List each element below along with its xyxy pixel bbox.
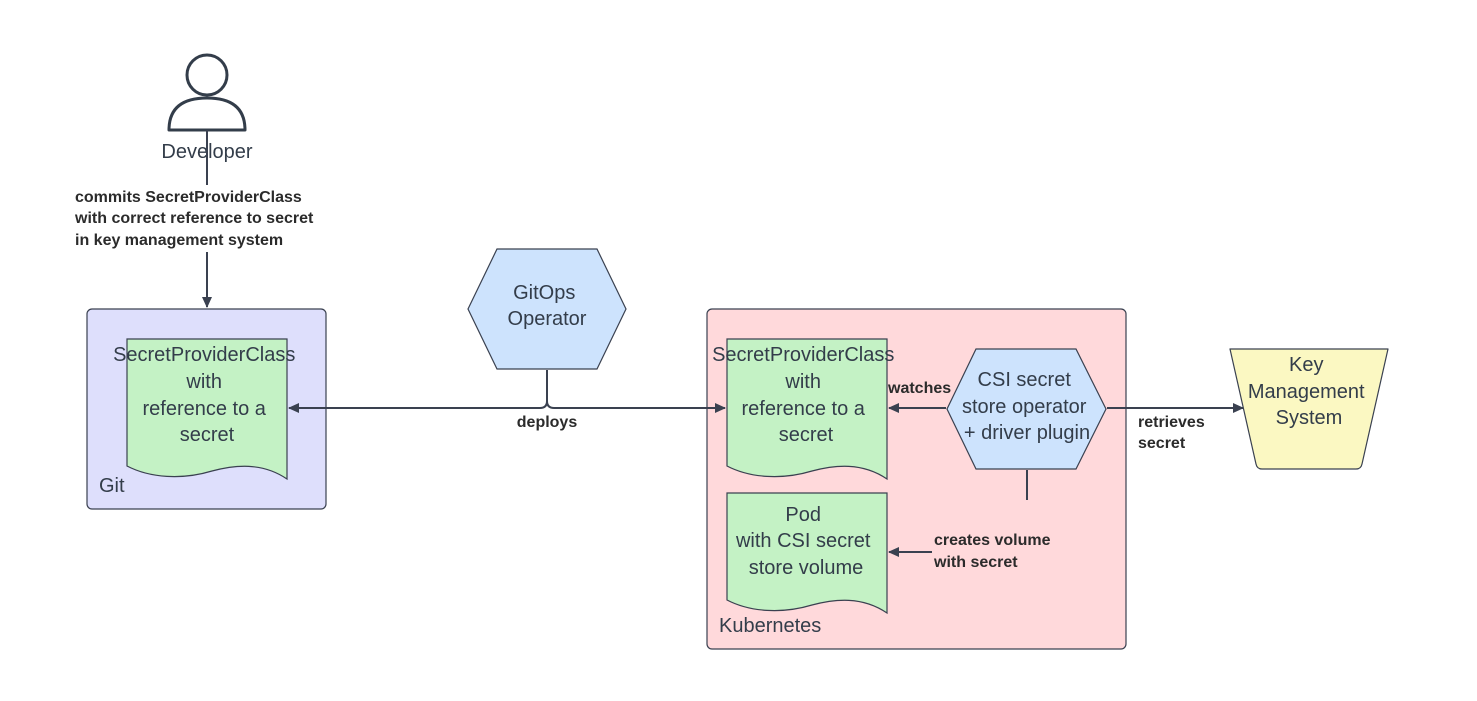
pod-label: Pod with CSI secret store volume xyxy=(735,504,876,579)
git-container-label: Git xyxy=(99,475,125,497)
kubernetes-secretproviderclass-doc xyxy=(726,338,888,481)
kubernetes-container-label: Kubernetes xyxy=(719,615,821,637)
gitops-operator-label: GitOps Operator xyxy=(508,282,587,330)
csi-operator-label: CSI secret store operator + driver plugi… xyxy=(962,369,1092,444)
watches-edge-label: watches xyxy=(887,380,951,397)
commits-edge-label: commits SecretProviderClass with correct… xyxy=(74,189,318,249)
git-secretproviderclass-doc xyxy=(126,338,288,481)
pod-doc xyxy=(726,492,888,615)
deploys-edge-k8s-join xyxy=(546,400,555,409)
csi-operator-hexagon xyxy=(946,348,1107,470)
key-management-system-shape xyxy=(1229,348,1389,470)
git-secretproviderclass-label: SecretProviderClass with reference to a … xyxy=(113,344,301,446)
creates-volume-edge-label: creates volume with secret xyxy=(933,532,1055,571)
key-management-system-label: Key Management System xyxy=(1248,354,1370,429)
deploys-edge-label: deploys xyxy=(517,414,578,431)
retrieves-edge-label: retrieves secret xyxy=(1138,414,1209,452)
gitops-operator-hexagon xyxy=(467,248,627,370)
deploys-edge-stem xyxy=(539,370,548,409)
kubernetes-secretproviderclass-label: SecretProviderClass with reference to a … xyxy=(712,344,900,446)
developer-icon xyxy=(167,53,247,132)
